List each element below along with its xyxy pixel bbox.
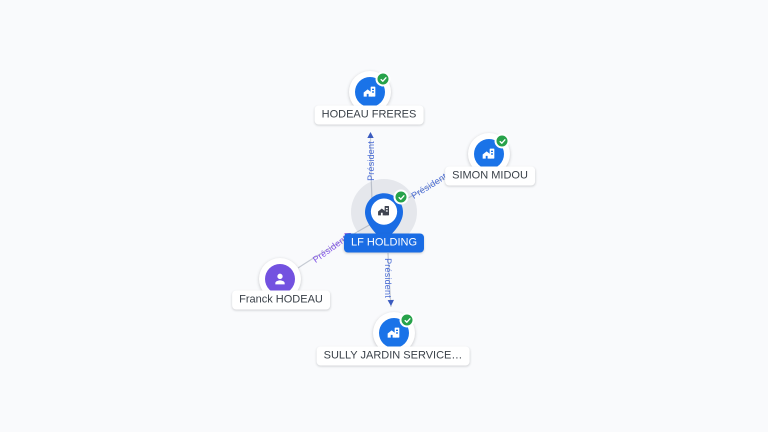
arrowhead-up-icon bbox=[367, 132, 374, 138]
node-label-sully-jardin[interactable]: SULLY JARDIN SERVICE… bbox=[316, 346, 470, 366]
verified-check-icon bbox=[499, 138, 506, 144]
verified-check-icon bbox=[404, 317, 411, 323]
edge-label-president-top: Président bbox=[366, 141, 376, 181]
verified-badge bbox=[399, 312, 415, 328]
node-lf-holding[interactable] bbox=[365, 193, 403, 241]
company-icon bbox=[387, 327, 400, 338]
node-label-hodeau-freres[interactable]: HODEAU FRERES bbox=[314, 105, 424, 125]
company-icon bbox=[482, 148, 495, 159]
edge-label-president-bottom: Président bbox=[383, 258, 393, 298]
node-label-simon-midou[interactable]: SIMON MIDOU bbox=[445, 166, 535, 186]
verified-check-icon bbox=[398, 194, 405, 200]
person-disc bbox=[265, 264, 295, 294]
company-icon bbox=[363, 86, 376, 97]
verified-badge bbox=[375, 71, 391, 87]
arrowhead-down-icon bbox=[387, 299, 394, 306]
verified-badge bbox=[494, 133, 510, 149]
person-icon bbox=[275, 273, 285, 285]
company-icon bbox=[377, 204, 392, 219]
verified-check-icon bbox=[380, 76, 387, 82]
edge-lf-to-hodeau bbox=[369, 133, 373, 201]
node-label-lf-holding[interactable]: LF HOLDING bbox=[343, 233, 425, 253]
node-label-franck-hodeau[interactable]: Franck HODEAU bbox=[232, 290, 330, 310]
verified-badge bbox=[393, 189, 409, 205]
